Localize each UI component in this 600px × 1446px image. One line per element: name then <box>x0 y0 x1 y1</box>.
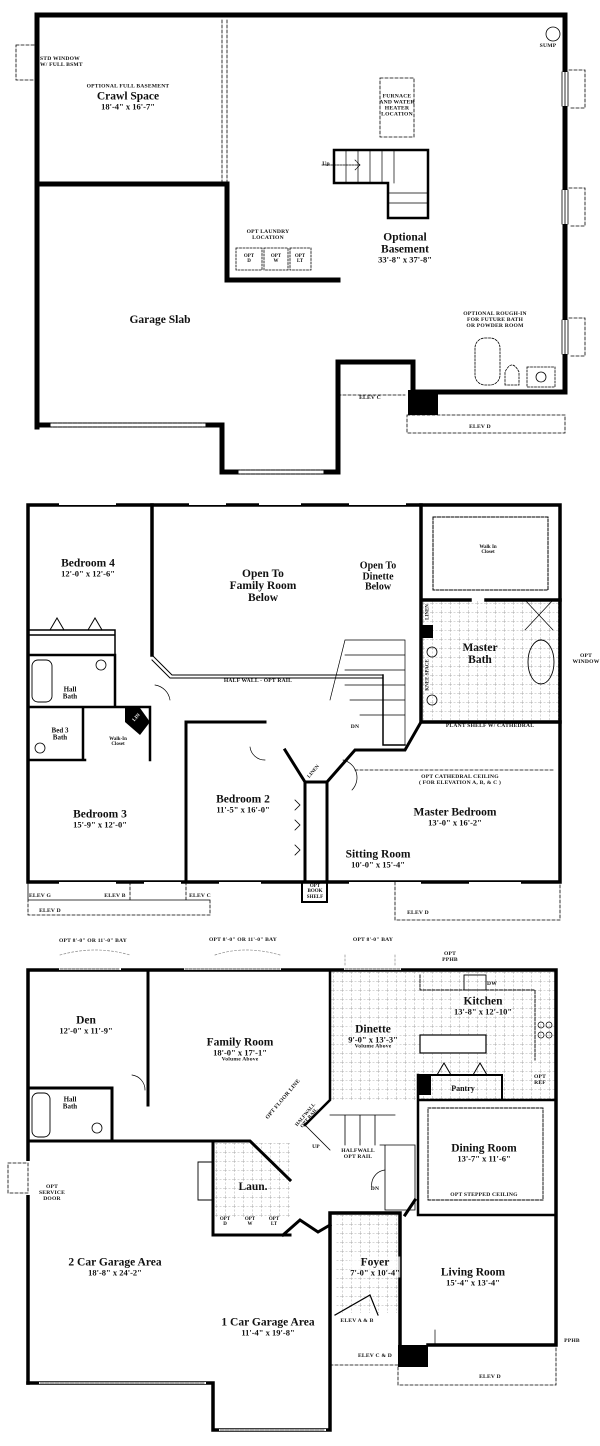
room-laundry: Laun. <box>238 1180 268 1194</box>
bathtub-icon <box>31 659 53 703</box>
linen-master: LINEN <box>425 604 431 620</box>
elev-g-label: ELEV G <box>28 893 52 900</box>
toilet-icon <box>504 364 520 386</box>
bay-note-3: OPT 8'-0" BAY <box>352 937 394 944</box>
elev-cd-label: ELEV C & D <box>357 1353 393 1360</box>
tub-icon <box>474 337 501 386</box>
basement-stairs <box>332 148 430 220</box>
basement-outer-wall <box>34 12 568 475</box>
elev-d-label-left: ELEV D <box>39 908 61 915</box>
sump-label: SUMP <box>539 43 557 50</box>
garage-door <box>47 422 327 475</box>
elev-ab-label: ELEV A & B <box>340 1318 374 1325</box>
room-crawl-space: OPTIONAL FULL BASEMENT Crawl Space 18'-4… <box>86 83 170 112</box>
crawl-space-wall <box>34 181 341 283</box>
bathtub-icon <box>527 639 555 685</box>
elev-c-label: ELEV C <box>359 395 381 402</box>
plant-shelf-note: PLANT SHELF W/ CATHEDRAL <box>445 723 535 730</box>
room-garage-slab: Garage Slab <box>129 313 191 326</box>
stepped-ceiling-note: OPT STEPPED CEILING <box>450 1192 518 1199</box>
knee-space: KNEE SPACE <box>425 659 431 691</box>
room-optional-basement: Optional Basement 33'-8" x 37'-8" <box>378 231 432 265</box>
elev-d-label: ELEV D <box>469 424 491 431</box>
pantry-label: Pantry <box>451 1083 475 1093</box>
sink-icon <box>34 742 46 754</box>
stairs-down-label: DN <box>370 1186 380 1193</box>
elev-b-label: ELEV B <box>104 893 126 900</box>
bay-note-1: OPT 8'-0" OR 11'-0" BAY <box>59 938 127 945</box>
furnace-location <box>379 77 415 138</box>
upper-floor-plan <box>26 503 562 921</box>
basement-plan <box>15 12 586 475</box>
sink-icon <box>426 646 438 658</box>
bay-note-2: OPT 8'-0" OR 11'-0" BAY <box>209 937 277 944</box>
opt-cathedral-note: OPT CATHEDRAL CEILING( FOR ELEVATION A, … <box>418 774 502 786</box>
stairs-up-label: UP <box>312 1144 320 1151</box>
bathtub-icon <box>31 1092 51 1138</box>
sump-icon <box>545 26 561 42</box>
elev-d-label: ELEV D <box>479 1374 501 1381</box>
pphb-label: PPHB <box>564 1338 580 1345</box>
half-wall-note: HALF WALL - OPT RAIL <box>223 678 293 685</box>
dishwasher-label: DW <box>486 981 498 988</box>
toilet-icon <box>91 1122 103 1134</box>
basement-windows-right <box>561 69 586 357</box>
kitchen-island <box>419 1034 487 1054</box>
sink-icon <box>95 659 107 671</box>
basement-window-left <box>15 44 38 81</box>
main-outer-wall <box>26 968 558 1385</box>
sink-icon <box>535 371 547 383</box>
stairs-up-label: Up <box>322 161 330 168</box>
stairs-down-label: DN <box>350 724 360 731</box>
elev-c-label: ELEV C <box>189 893 211 900</box>
elev-d-label-right: ELEV D <box>407 910 429 917</box>
sink-icon <box>426 694 438 706</box>
